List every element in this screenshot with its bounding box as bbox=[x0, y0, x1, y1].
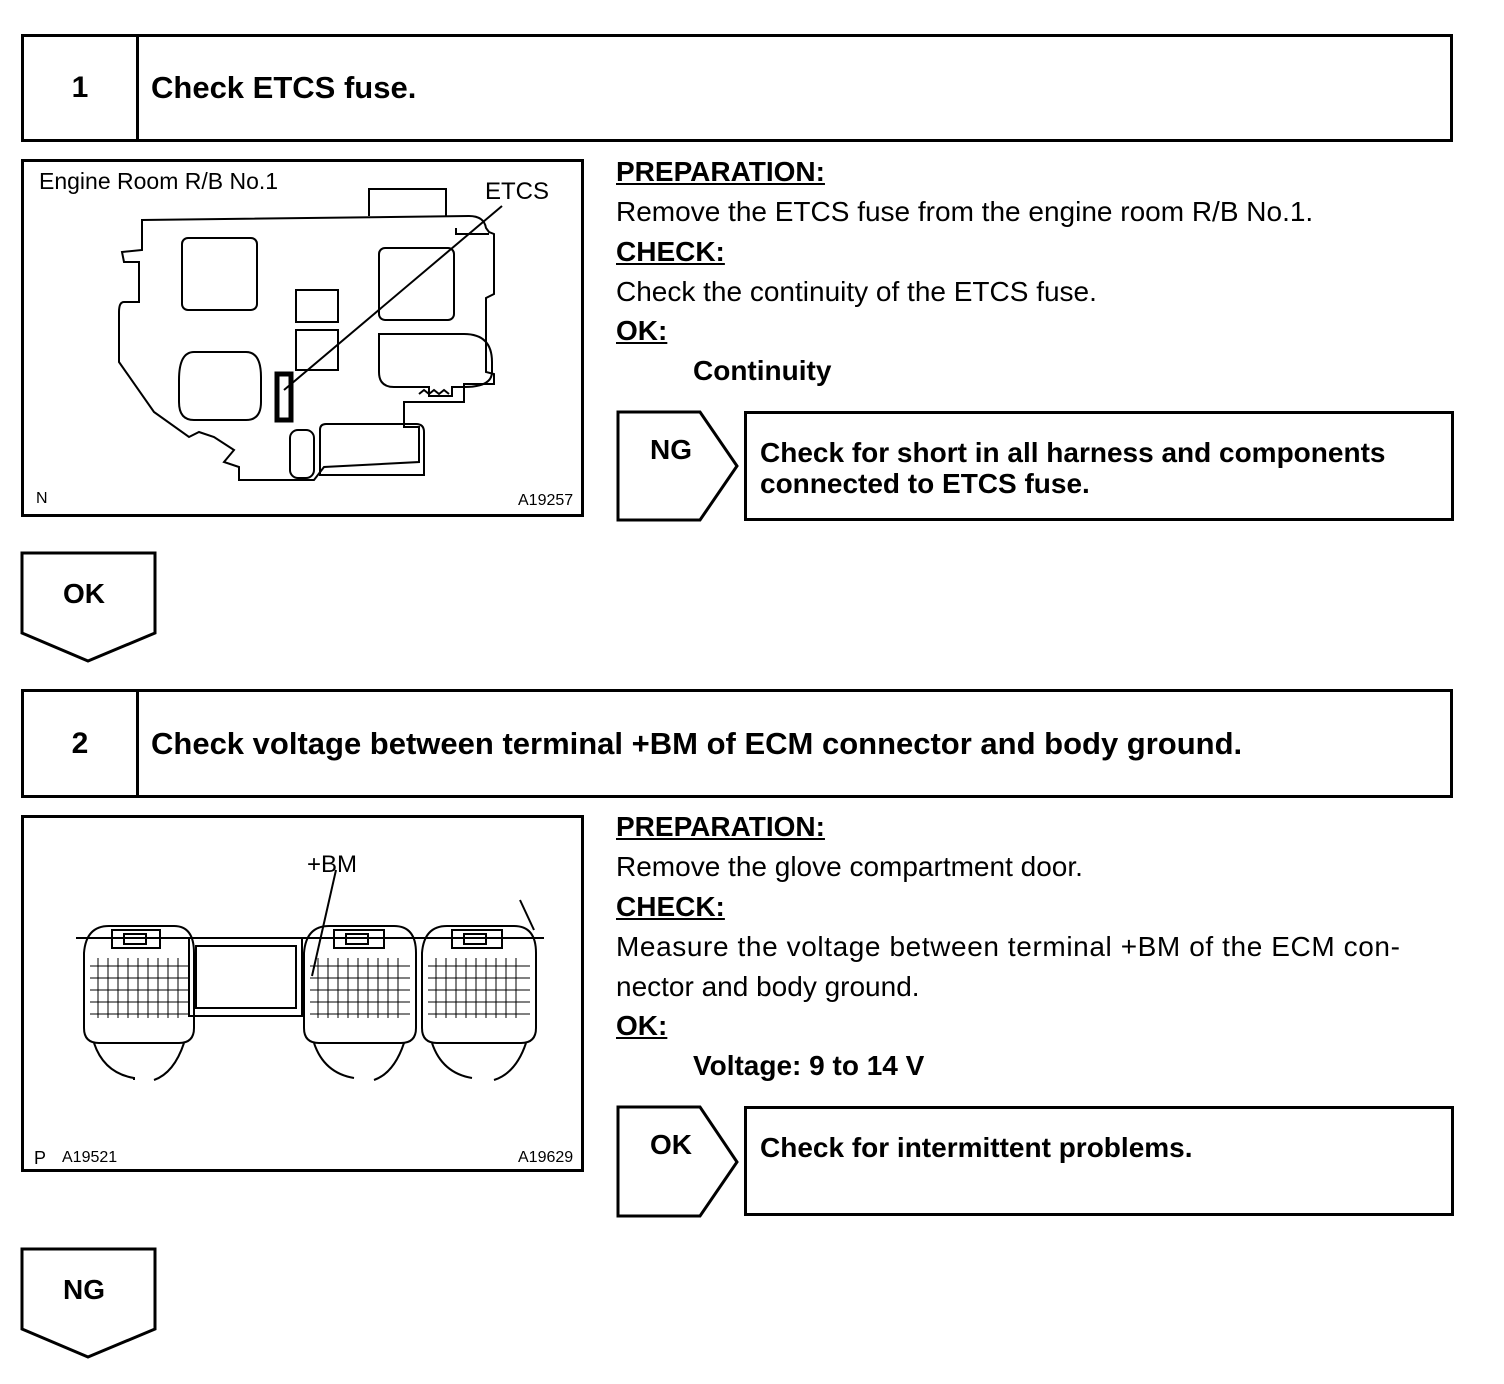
step-1-header: 1 Check ETCS fuse. bbox=[21, 34, 1453, 142]
preparation-heading: PREPARATION: bbox=[616, 156, 825, 187]
figure-code-right: A19257 bbox=[518, 492, 574, 509]
figure-code-mid: A19521 bbox=[62, 1149, 118, 1166]
check-text-line1: Measure the voltage between terminal +BM… bbox=[616, 931, 1401, 962]
ok-result-box: Check for intermittent problems. bbox=[744, 1106, 1454, 1216]
ecm-connector-figure: +BM P A19521 A19629 bbox=[21, 815, 584, 1172]
step-title: Check voltage between terminal +BM of EC… bbox=[151, 725, 1243, 761]
branch-ok-label: OK bbox=[650, 1129, 692, 1160]
ng-result-box: Check for short in all harness and compo… bbox=[744, 411, 1454, 521]
figure-code-right: A19629 bbox=[518, 1149, 574, 1166]
preparation-heading: PREPARATION: bbox=[616, 811, 825, 842]
etcs-fuse-label: ETCS bbox=[485, 178, 550, 205]
bm-terminal-label: +BM bbox=[307, 851, 358, 878]
preparation-text: Remove the glove compartment door. bbox=[616, 851, 1083, 882]
relay-block-label: Engine Room R/B No.1 bbox=[39, 168, 279, 194]
step-number: 1 bbox=[24, 37, 139, 139]
ok-heading: OK: bbox=[616, 315, 668, 346]
ecm-connector-drawing bbox=[76, 869, 544, 1081]
branch-ng-label: NG bbox=[650, 434, 692, 465]
figure-code-left: P bbox=[34, 1148, 47, 1168]
check-heading: CHECK: bbox=[616, 891, 725, 922]
check-text: Check the continuity of the ETCS fuse. bbox=[616, 276, 1097, 307]
fuse-location-figure: Engine Room R/B No.1 ETCS N A19257 bbox=[21, 159, 584, 517]
ok-heading: OK: bbox=[616, 1010, 668, 1041]
preparation-text: Remove the ETCS fuse from the engine roo… bbox=[616, 196, 1314, 227]
figure-code-left: N bbox=[36, 490, 48, 507]
relay-block-drawing bbox=[118, 188, 503, 481]
check-heading: CHECK: bbox=[616, 236, 725, 267]
check-text-line2: nector and body ground. bbox=[616, 971, 920, 1002]
ok-result-text: Check for intermittent problems. bbox=[760, 1132, 1193, 1163]
next-step-ok-label: OK bbox=[63, 578, 105, 609]
step-2-header: 2 Check voltage between terminal +BM of … bbox=[21, 689, 1453, 798]
ok-spec: Voltage: 9 to 14 V bbox=[693, 1050, 925, 1081]
step-title: Check ETCS fuse. bbox=[151, 70, 417, 105]
ok-spec: Continuity bbox=[693, 355, 832, 386]
next-step-ng-label: NG bbox=[63, 1274, 105, 1305]
ng-result-line2: connected to ETCS fuse. bbox=[760, 468, 1090, 499]
ng-result-line1: Check for short in all harness and compo… bbox=[760, 437, 1386, 468]
step-number: 2 bbox=[24, 692, 139, 795]
